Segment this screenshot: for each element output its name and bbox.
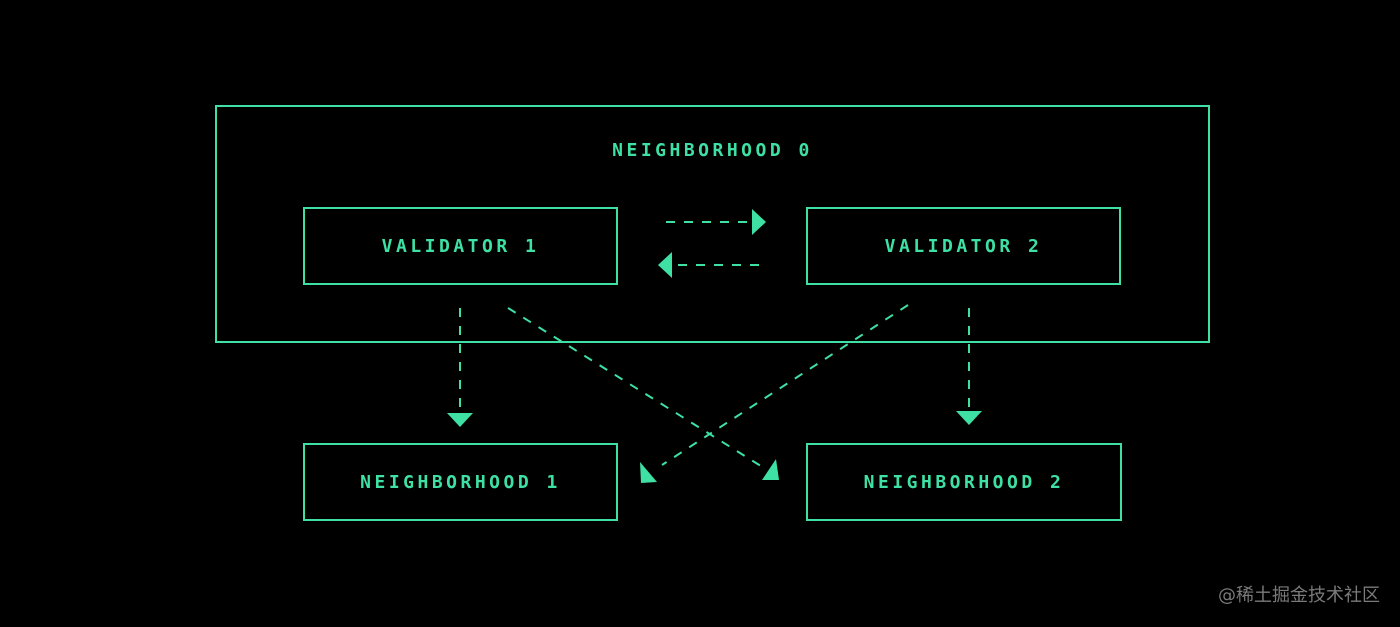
- edge-line-validator-1-to-neighborhood-2: [507, 307, 765, 469]
- arrowhead-validator-2-to-validator-1: [658, 252, 672, 278]
- arrowhead-validator-2-to-neighborhood-2: [956, 411, 982, 425]
- arrowhead-validator-1-to-neighborhood-1: [447, 413, 473, 427]
- neighborhood-1-box: NEIGHBORHOOD 1: [303, 443, 618, 521]
- neighborhood-1-label: NEIGHBORHOOD 1: [360, 471, 561, 493]
- validator-2-label: VALIDATOR 2: [884, 235, 1043, 257]
- arrowhead-validator-2-to-neighborhood-1: [640, 462, 657, 483]
- edges-layer: [447, 209, 982, 483]
- neighborhood-0-box: NEIGHBORHOOD 0: [215, 105, 1210, 343]
- validator-1-label: VALIDATOR 1: [381, 235, 540, 257]
- neighborhood-2-box: NEIGHBORHOOD 2: [806, 443, 1122, 521]
- watermark-text: @稀土掘金技术社区: [1218, 585, 1380, 606]
- arrowhead-validator-1-to-neighborhood-2: [762, 459, 779, 480]
- arrowhead-validator-1-to-validator-2: [752, 209, 766, 235]
- validator-2-box: VALIDATOR 2: [806, 207, 1121, 285]
- edge-line-validator-2-to-neighborhood-1: [661, 304, 909, 466]
- neighborhood-0-label: NEIGHBORHOOD 0: [612, 140, 813, 161]
- neighborhood-2-label: NEIGHBORHOOD 2: [863, 471, 1065, 493]
- validator-1-box: VALIDATOR 1: [303, 207, 618, 285]
